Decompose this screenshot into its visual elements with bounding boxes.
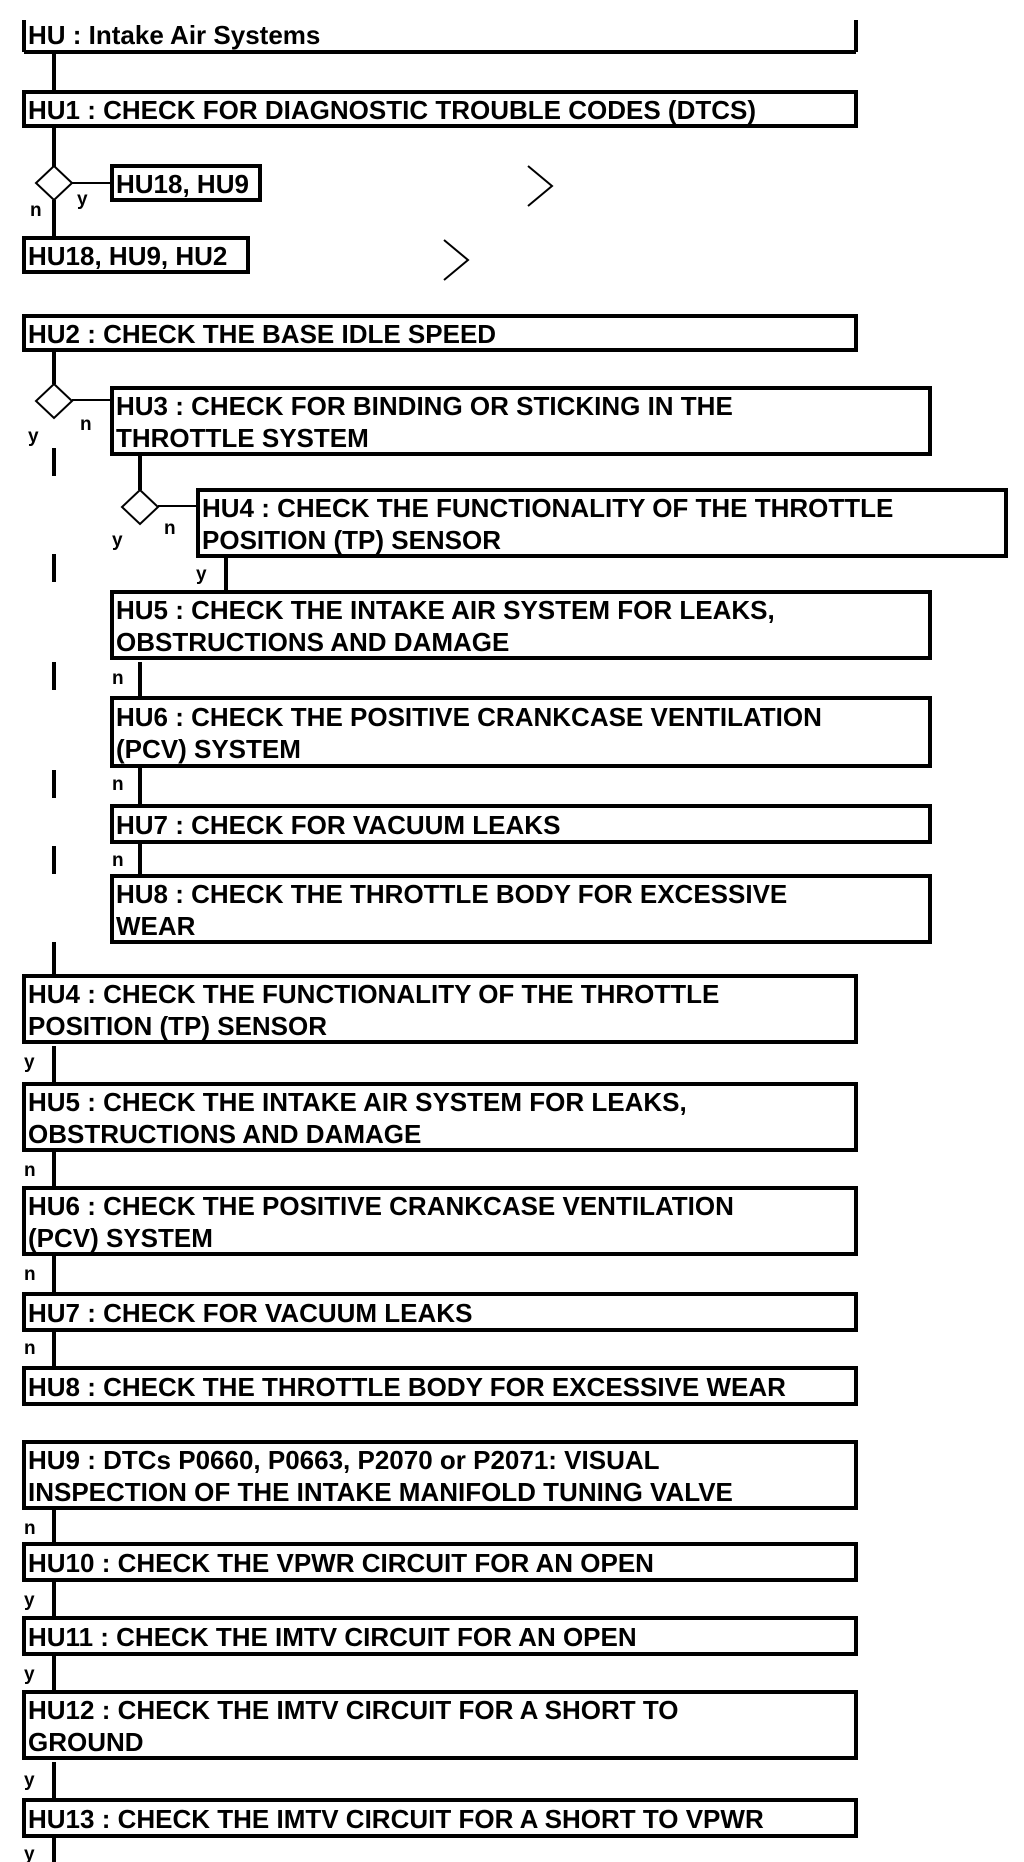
step-hu5-line2: OBSTRUCTIONS AND DAMAGE — [28, 1119, 421, 1149]
step-hu8-nested-line2: WEAR — [116, 911, 196, 941]
step-hu7-label: HU7 : CHECK FOR VACUUM LEAKS — [28, 1298, 472, 1328]
yes-label: y — [24, 1590, 35, 1611]
step-hu11: HU11 : CHECK THE IMTV CIRCUIT FOR AN OPE… — [22, 1616, 858, 1685]
no-label: n — [80, 414, 92, 435]
step-hu4-line2: POSITION (TP) SENSOR — [28, 1011, 327, 1041]
step-hu11-label: HU11 : CHECK THE IMTV CIRCUIT FOR AN OPE… — [28, 1622, 637, 1652]
step-hu10: HU10 : CHECK THE VPWR CIRCUIT FOR AN OPE… — [22, 1542, 858, 1611]
no-label: n — [112, 774, 124, 795]
step-hu18-hu9-hu2: HU18, HU9, HU2 — [22, 236, 470, 281]
decision-idle-speed: n y — [28, 382, 92, 447]
step-hu7: HU7 : CHECK FOR VACUUM LEAKS n — [22, 1292, 858, 1359]
step-hu4: HU4 : CHECK THE FUNCTIONALITY OF THE THR… — [22, 974, 858, 1073]
step-hu2: HU2 : CHECK THE BASE IDLE SPEED — [22, 314, 858, 352]
step-hu5-nested: HU5 : CHECK THE INTAKE AIR SYSTEM FOR LE… — [110, 590, 932, 689]
step-hu6-nested: HU6 : CHECK THE POSITIVE CRANKCASE VENTI… — [110, 696, 932, 795]
decision-diamond — [120, 488, 160, 526]
decision-diamond — [34, 382, 74, 420]
step-hu12-line1: HU12 : CHECK THE IMTV CIRCUIT FOR A SHOR… — [28, 1695, 679, 1725]
step-hu7-nested-label: HU7 : CHECK FOR VACUUM LEAKS — [116, 810, 560, 840]
step-hu10-label: HU10 : CHECK THE VPWR CIRCUIT FOR AN OPE… — [28, 1548, 654, 1578]
no-label: n — [112, 850, 124, 871]
no-label: n — [24, 1518, 36, 1539]
step-hu18-hu9-label: HU18, HU9 — [116, 169, 249, 199]
step-hu8-nested-line1: HU8 : CHECK THE THROTTLE BODY FOR EXCESS… — [116, 879, 787, 909]
yes-label: y — [28, 426, 39, 447]
step-hu2-label: HU2 : CHECK THE BASE IDLE SPEED — [28, 319, 496, 349]
step-hu3-line1: HU3 : CHECK FOR BINDING OR STICKING IN T… — [116, 391, 733, 421]
step-hu6-nested-line1: HU6 : CHECK THE POSITIVE CRANKCASE VENTI… — [116, 702, 822, 732]
yes-label: y — [112, 530, 123, 551]
no-label: n — [30, 200, 42, 221]
chevron-right-icon — [443, 239, 470, 281]
step-hu12-line2: GROUND — [28, 1727, 144, 1757]
step-hu3: HU3 : CHECK FOR BINDING OR STICKING IN T… — [110, 386, 932, 456]
step-hu8-label: HU8 : CHECK THE THROTTLE BODY FOR EXCESS… — [28, 1372, 786, 1402]
decision-throttle-binding: n y — [112, 488, 176, 551]
step-hu4-nested: HU4 : CHECK THE FUNCTIONALITY OF THE THR… — [196, 488, 1008, 585]
yes-label: y — [24, 1664, 35, 1685]
step-hu6-nested-line2: (PCV) SYSTEM — [116, 734, 301, 764]
step-hu1: HU1 : CHECK FOR DIAGNOSTIC TROUBLE CODES… — [22, 90, 858, 128]
step-hu18-hu9-hu2-label: HU18, HU9, HU2 — [28, 241, 227, 271]
step-hu6-line1: HU6 : CHECK THE POSITIVE CRANKCASE VENTI… — [28, 1191, 734, 1221]
step-hu7-nested: HU7 : CHECK FOR VACUUM LEAKS n — [110, 804, 932, 871]
step-hu18-hu9: HU18, HU9 — [110, 164, 554, 207]
step-hu5: HU5 : CHECK THE INTAKE AIR SYSTEM FOR LE… — [22, 1082, 858, 1181]
step-hu4-nested-line1: HU4 : CHECK THE FUNCTIONALITY OF THE THR… — [202, 493, 893, 523]
no-label: n — [24, 1264, 36, 1285]
yes-label: y — [24, 1052, 35, 1073]
decision-dtc-present: y n — [30, 164, 88, 221]
step-hu9-line1: HU9 : DTCs P0660, P0663, P2070 or P2071:… — [28, 1445, 660, 1475]
step-hu5-nested-line2: OBSTRUCTIONS AND DAMAGE — [116, 627, 509, 657]
step-hu8-nested: HU8 : CHECK THE THROTTLE BODY FOR EXCESS… — [110, 874, 932, 944]
step-hu4-nested-line2: POSITION (TP) SENSOR — [202, 525, 501, 555]
step-hu1-label: HU1 : CHECK FOR DIAGNOSTIC TROUBLE CODES… — [28, 95, 756, 125]
connector-lines — [52, 52, 228, 1862]
flowchart-title: HU : Intake Air Systems — [22, 20, 858, 54]
step-hu3-line2: THROTTLE SYSTEM — [116, 423, 369, 453]
step-hu6-line2: (PCV) SYSTEM — [28, 1223, 213, 1253]
yes-label: y — [24, 1770, 35, 1791]
step-hu13: HU13 : CHECK THE IMTV CIRCUIT FOR A SHOR… — [22, 1798, 858, 1862]
step-hu13-label: HU13 : CHECK THE IMTV CIRCUIT FOR A SHOR… — [28, 1804, 764, 1834]
no-label: n — [24, 1160, 36, 1181]
step-hu9-line2: INSPECTION OF THE INTAKE MANIFOLD TUNING… — [28, 1477, 733, 1507]
step-hu6: HU6 : CHECK THE POSITIVE CRANKCASE VENTI… — [22, 1186, 858, 1285]
step-hu9: HU9 : DTCs P0660, P0663, P2070 or P2071:… — [22, 1440, 858, 1539]
page-title: HU : Intake Air Systems — [28, 20, 320, 50]
decision-diamond — [34, 164, 74, 202]
yes-label: y — [196, 564, 207, 585]
step-hu5-nested-line1: HU5 : CHECK THE INTAKE AIR SYSTEM FOR LE… — [116, 595, 775, 625]
step-hu8: HU8 : CHECK THE THROTTLE BODY FOR EXCESS… — [22, 1366, 858, 1406]
step-hu12: HU12 : CHECK THE IMTV CIRCUIT FOR A SHOR… — [22, 1690, 858, 1791]
step-hu5-line1: HU5 : CHECK THE INTAKE AIR SYSTEM FOR LE… — [28, 1087, 687, 1117]
yes-label: y — [77, 189, 88, 210]
no-label: n — [112, 668, 124, 689]
no-label: n — [164, 518, 176, 539]
chevron-right-icon — [527, 165, 554, 207]
step-hu4-line1: HU4 : CHECK THE FUNCTIONALITY OF THE THR… — [28, 979, 719, 1009]
no-label: n — [24, 1338, 36, 1359]
yes-label: y — [24, 1844, 35, 1862]
